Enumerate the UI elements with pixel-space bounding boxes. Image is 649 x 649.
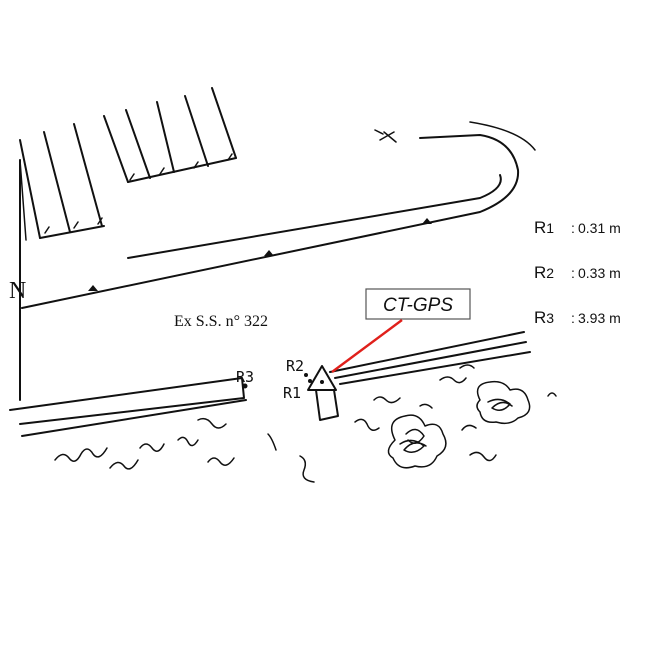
ref-point-r1-label: R1	[283, 384, 301, 402]
vegetation	[54, 364, 557, 483]
legend: R1 : 0.31 m R2 : 0.33 m R3 : 3.93 m	[534, 218, 621, 327]
road-edge-lower	[9, 331, 531, 437]
gps-station-marker	[242, 365, 339, 421]
legend-value-r2: 0.33 m	[578, 265, 621, 281]
callout-box	[365, 288, 471, 320]
legend-key: R	[534, 263, 546, 282]
legend-value-r1: 0.31 m	[578, 220, 621, 236]
legend-value-r3: 3.93 m	[578, 310, 621, 326]
legend-item-r3: R3 : 3.93 m	[534, 308, 621, 327]
north-arrow: N	[9, 159, 27, 401]
legend-sub: 2	[546, 265, 554, 281]
legend-item-r2: R2 : 0.33 m	[534, 263, 621, 282]
legend-key: R	[534, 308, 546, 327]
callout-pointer	[331, 319, 403, 373]
road-label: Ex S.S. n° 322	[174, 313, 268, 330]
legend-value: :	[571, 265, 575, 281]
legend-key: R	[534, 218, 546, 237]
legend-value: :	[571, 310, 575, 326]
ref-point-r3-label: R3	[236, 368, 254, 386]
road-edge-upper	[21, 121, 536, 309]
legend-sub: 3	[546, 310, 554, 326]
ref-point-r2-label: R2	[286, 357, 304, 375]
callout-label: CT-GPS	[383, 295, 453, 316]
legend-value: :	[571, 220, 575, 236]
legend-sub: 1	[546, 220, 554, 236]
north-label: N	[9, 278, 26, 304]
svg-text:R2: R2	[534, 263, 554, 282]
parking-stalls	[19, 87, 237, 239]
svg-text:R3: R3	[534, 308, 554, 327]
ct-gps-callout: CT-GPS	[331, 288, 471, 373]
legend-item-r1: R1 : 0.31 m	[534, 218, 621, 237]
svg-text:R1: R1	[534, 218, 554, 237]
